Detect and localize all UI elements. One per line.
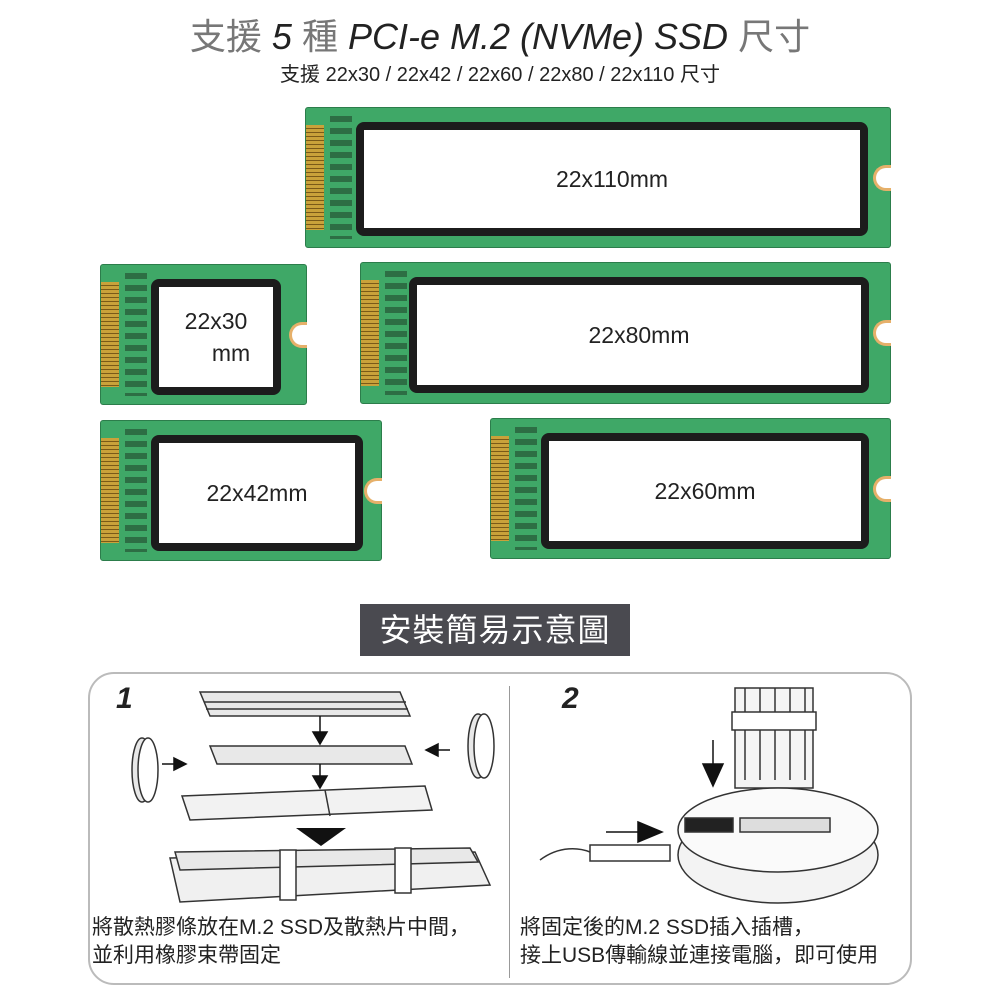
ssd-label: 22x60mm: [541, 433, 869, 549]
usb-cable: [539, 844, 671, 862]
arrow-right-icon: [606, 820, 664, 844]
ssd-22x30: 22x30 mm: [100, 264, 307, 405]
ssd-board: [180, 785, 433, 821]
mount-notch: [364, 477, 382, 504]
chips: [125, 273, 147, 396]
arrow-icon: [162, 716, 450, 846]
chips: [515, 427, 537, 550]
title-spec: PCI-e M.2 (NVMe) SSD: [348, 16, 729, 57]
chips: [330, 116, 352, 239]
mount-notch: [873, 475, 891, 502]
assembled-heatsink: [169, 847, 492, 903]
chips: [385, 271, 407, 395]
divider: [509, 686, 510, 978]
label-line2: mm: [211, 340, 251, 366]
connector: [101, 281, 119, 388]
connector: [101, 437, 119, 544]
step1-illustration: [131, 691, 495, 903]
caption-line: 接上USB傳輸線並連接電腦，即可使用: [520, 944, 879, 967]
heatsink-top: [198, 691, 412, 717]
guide-panel: [88, 672, 912, 985]
ssd-label: 22x110mm: [356, 122, 868, 236]
ssd-22x80: 22x80mm: [360, 262, 891, 404]
ssd-label: 22x30 mm: [151, 279, 281, 395]
ssd-in-heatsink: [731, 687, 817, 789]
step-number: 1: [116, 682, 133, 715]
subtitle: 支援 22x30 / 22x42 / 22x60 / 22x80 / 22x11…: [280, 64, 720, 86]
connector: [361, 279, 379, 387]
ssd-22x42: 22x42mm: [100, 420, 382, 561]
title-count: 5: [271, 16, 292, 57]
enclosure-dock: [677, 787, 879, 904]
rubber-band-right: [467, 713, 495, 779]
title-prefix: 支援: [189, 16, 262, 57]
ssd-22x60: 22x60mm: [490, 418, 891, 559]
ssd-label: 22x42mm: [151, 435, 363, 551]
step-number: 2: [562, 682, 579, 715]
mount-notch: [289, 321, 307, 348]
thermal-pad: [208, 745, 414, 765]
rubber-band-left: [131, 737, 159, 803]
caption-line: 將散熱膠條放在M.2 SSD及散熱片中間，: [92, 916, 471, 939]
arrow-down-icon: [701, 740, 725, 788]
step1-caption: 將散熱膠條放在M.2 SSD及散熱片中間， 並利用橡膠束帶固定: [92, 914, 470, 970]
guide-heading: 安裝簡易示意圖: [360, 604, 630, 656]
caption-line: 將固定後的M.2 SSD插入插槽，: [520, 916, 815, 939]
title-mid: 種: [301, 16, 338, 57]
connector: [491, 435, 509, 542]
mount-notch: [873, 320, 891, 346]
ssd-label: 22x80mm: [409, 277, 869, 393]
caption-line: 並利用橡膠束帶固定: [92, 944, 281, 967]
label-line1: 22x30: [184, 307, 248, 334]
ssd-22x110: 22x110mm: [305, 107, 891, 248]
mount-notch: [873, 164, 891, 191]
title-suffix: 尺寸: [738, 16, 811, 57]
connector: [306, 124, 324, 231]
chips: [125, 429, 147, 552]
step2-caption: 將固定後的M.2 SSD插入插槽， 接上USB傳輸線並連接電腦，即可使用: [520, 914, 878, 970]
step2-illustration: [539, 687, 879, 904]
page-title: 支援 5 種 PCI-e M.2 (NVMe) SSD 尺寸: [0, 8, 1000, 60]
